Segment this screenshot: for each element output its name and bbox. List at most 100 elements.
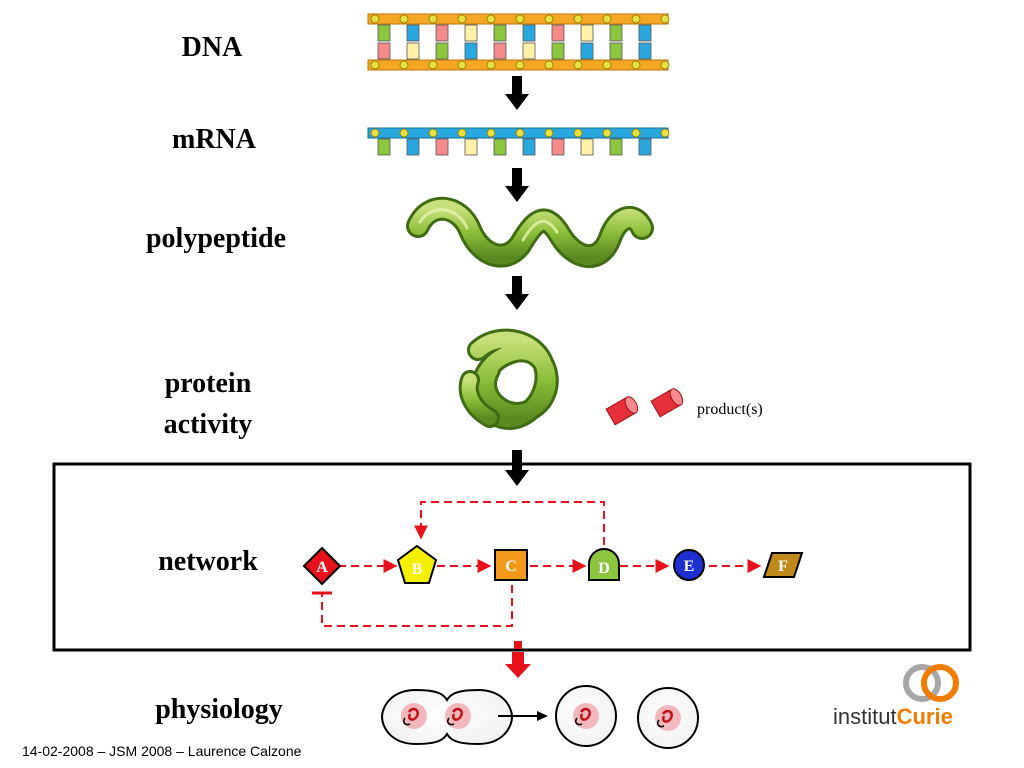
- edge-c-inhibits-a: [321, 585, 513, 627]
- dna-base-bottom: [551, 42, 565, 60]
- dna-base-top: [609, 24, 623, 42]
- label-network: network: [158, 546, 258, 577]
- dna-backbone-node: [428, 60, 438, 70]
- logo-text-institut: institut: [833, 704, 897, 729]
- dna-backbone-node: [370, 14, 380, 24]
- dna-base-bottom: [638, 42, 652, 60]
- footer-text: 14-02-2008 – JSM 2008 – Laurence Calzone: [22, 743, 302, 759]
- node-e-label: E: [684, 558, 695, 575]
- flow-arrows: [505, 76, 529, 486]
- node-f-label: F: [778, 558, 788, 575]
- dna-base-bottom: [406, 42, 420, 60]
- dna-base-top: [377, 24, 391, 42]
- mrna-backbone-node: [631, 128, 641, 138]
- arrow-protein-to-network: [505, 450, 529, 486]
- mrna-backbone-node: [370, 128, 380, 138]
- node-a: A: [302, 546, 342, 586]
- label-physiology: physiology: [155, 694, 283, 725]
- mrna-backbone-node: [544, 128, 554, 138]
- dna-base-top: [435, 24, 449, 42]
- mrna-base: [580, 138, 594, 156]
- arrow-network-to-physiology: [505, 641, 531, 678]
- label-polypeptide: polypeptide: [146, 223, 286, 254]
- arrow-polypeptide-to-protein: [505, 276, 529, 310]
- mrna-base: [464, 138, 478, 156]
- arrow-dna-to-mrna: [505, 76, 529, 110]
- node-c: C: [494, 549, 528, 581]
- dna-backbone-node: [573, 60, 583, 70]
- dna-base-top: [638, 24, 652, 42]
- division-arrow: [498, 711, 548, 721]
- node-a-label: A: [316, 559, 328, 576]
- mrna-backbone-node: [660, 128, 670, 138]
- node-d: D: [588, 548, 620, 581]
- dna-backbone-node: [660, 14, 670, 24]
- mrna-backbone-node: [515, 128, 525, 138]
- mrna-backbone-node: [399, 128, 409, 138]
- daughter-cell-2: [637, 687, 699, 749]
- dna-base-bottom: [522, 42, 536, 60]
- product-cylinder-1: [605, 396, 639, 426]
- products-label: product(s): [697, 401, 763, 418]
- network-edges: [321, 501, 762, 627]
- mrna-base: [377, 138, 391, 156]
- dna-backbone-node: [515, 60, 525, 70]
- dna-base-bottom: [464, 42, 478, 60]
- mrna-backbone-node: [486, 128, 496, 138]
- arrow-mrna-to-polypeptide: [505, 168, 529, 202]
- dna-backbone-node: [573, 14, 583, 24]
- dna-base-bottom: [609, 42, 623, 60]
- dna-base-top: [551, 24, 565, 42]
- dna-base-top: [493, 24, 507, 42]
- dna-base-top: [580, 24, 594, 42]
- dna-illustration: [367, 13, 670, 71]
- dna-backbone-node: [457, 60, 467, 70]
- label-activity: activity: [164, 409, 253, 440]
- mrna-backbone-node: [602, 128, 612, 138]
- dna-base-bottom: [493, 42, 507, 60]
- mrna-backbone-node: [573, 128, 583, 138]
- dna-backbone-node: [544, 14, 554, 24]
- protein-illustration: [458, 328, 559, 430]
- dna-backbone-node: [457, 14, 467, 24]
- label-protein: protein: [165, 368, 252, 399]
- dna-backbone-node: [370, 60, 380, 70]
- dna-base-top: [522, 24, 536, 42]
- mrna-base: [638, 138, 652, 156]
- node-b: B: [396, 544, 438, 584]
- institut-curie-logo: institutCurie: [833, 664, 959, 729]
- node-b-label: B: [412, 561, 423, 578]
- network-box: [52, 462, 972, 652]
- mrna-base: [435, 138, 449, 156]
- label-dna: DNA: [182, 32, 243, 63]
- dna-backbone-node: [631, 60, 641, 70]
- logo-text-curie: Curie: [897, 704, 953, 729]
- dividing-cell: [380, 688, 514, 746]
- dna-base-bottom: [435, 42, 449, 60]
- dna-base-bottom: [580, 42, 594, 60]
- svg-text:institutCurie: institutCurie: [833, 704, 953, 729]
- dna-backbone-node: [399, 60, 409, 70]
- dna-backbone-node: [544, 60, 554, 70]
- dna-base-top: [406, 24, 420, 42]
- dna-base-top: [464, 24, 478, 42]
- dna-backbone-node: [660, 60, 670, 70]
- dna-backbone-node: [602, 60, 612, 70]
- label-mrna: mRNA: [172, 124, 257, 155]
- mrna-base: [551, 138, 565, 156]
- edge-d-feedback-b: [414, 501, 605, 545]
- dna-backbone-node: [428, 14, 438, 24]
- mrna-base: [406, 138, 420, 156]
- mrna-base: [493, 138, 507, 156]
- mrna-base: [609, 138, 623, 156]
- node-e: E: [673, 549, 705, 581]
- daughter-cell-1: [555, 685, 617, 747]
- mrna-backbone-node: [457, 128, 467, 138]
- dna-base-bottom: [377, 42, 391, 60]
- polypeptide-illustration: [406, 196, 654, 268]
- mrna-backbone-node: [428, 128, 438, 138]
- dna-backbone-node: [602, 14, 612, 24]
- dna-backbone-node: [631, 14, 641, 24]
- node-c-label: C: [505, 558, 517, 575]
